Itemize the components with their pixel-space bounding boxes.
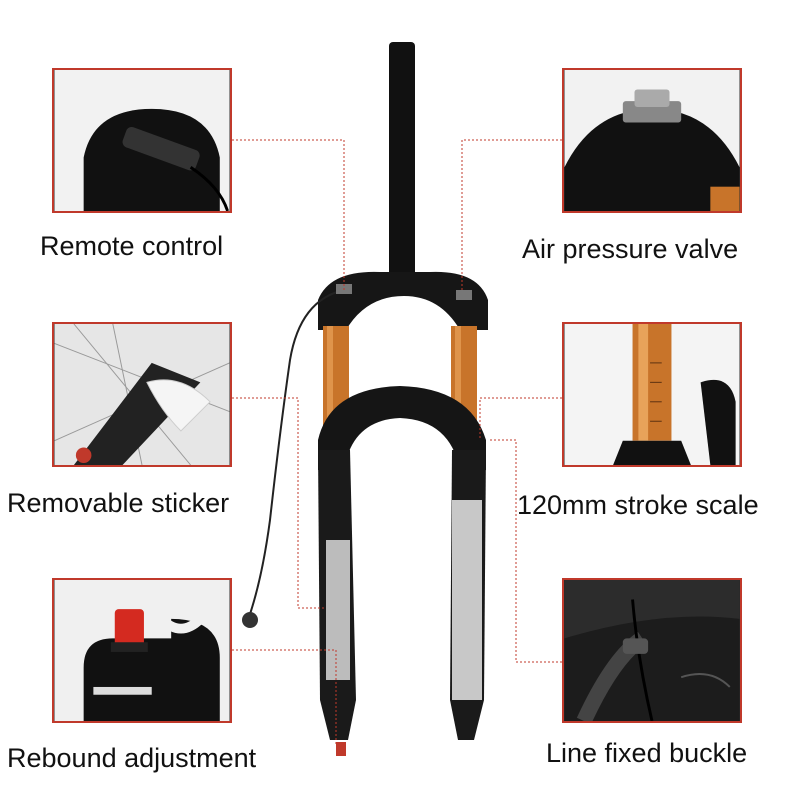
steerer-tube: [389, 42, 415, 282]
caption-air-pressure-valve: Air pressure valve: [522, 234, 739, 264]
panel-air-pressure-valve: [562, 68, 742, 213]
scale-marks-icon: [564, 324, 740, 465]
peel-sticker-icon: [54, 324, 230, 465]
panel-rebound-adjustment: [52, 578, 232, 723]
panel-line-fixed-buckle: [562, 578, 742, 723]
fork-arch: [318, 386, 486, 470]
panel-removable-sticker: [52, 322, 232, 467]
remote-lever: [242, 612, 258, 628]
remote-lever-icon: [54, 70, 230, 211]
cable-buckle-icon: [564, 580, 740, 721]
fork-crown: [318, 271, 488, 330]
caption-removable-sticker: Removable sticker: [7, 488, 230, 518]
rebound-knob-icon: [54, 580, 230, 721]
valve-cap: [456, 290, 472, 300]
caption-line-fixed-buckle: Line fixed buckle: [546, 738, 748, 768]
caption-remote-control: Remote control: [40, 231, 224, 261]
rebound-knob: [336, 742, 346, 756]
valve-cap-icon: [564, 70, 740, 211]
caption-stroke-scale: 120mm stroke scale: [517, 490, 759, 520]
panel-stroke-scale: [562, 322, 742, 467]
panel-remote-control: [52, 68, 232, 213]
caption-rebound-adjustment: Rebound adjustment: [7, 743, 257, 773]
